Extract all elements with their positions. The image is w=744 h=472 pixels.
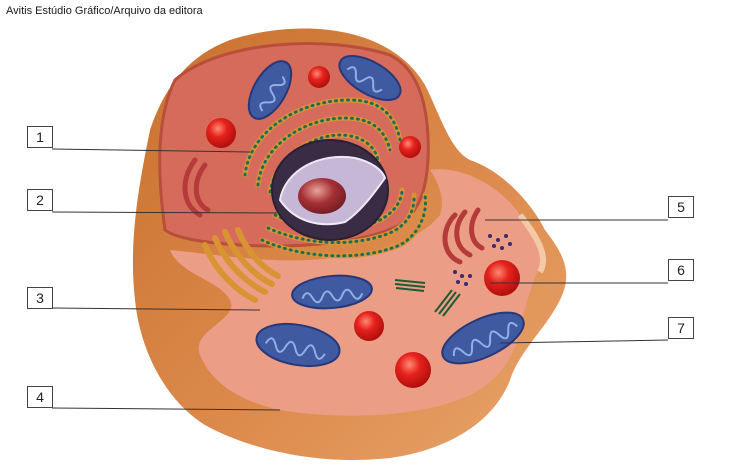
smooth-endoplasmic-reticulum (182, 157, 485, 265)
mitochondrion-3 (291, 274, 373, 310)
lysosome-2 (308, 66, 330, 88)
label-7: 7 (668, 317, 694, 339)
golgi-apparatus (202, 227, 281, 303)
mitochondria-group (247, 55, 525, 368)
leader-line-4 (51, 407, 281, 411)
mitochondrion-1 (247, 60, 293, 120)
leader-line-1 (51, 148, 251, 153)
label-2: 2 (27, 189, 53, 211)
lysosome-4 (484, 260, 520, 296)
lysosome-5 (354, 311, 384, 341)
label-6: 6 (668, 259, 694, 281)
rough-endoplasmic-reticulum (242, 97, 429, 259)
centrioles (394, 279, 461, 317)
lysosome-1 (206, 118, 236, 148)
label-1: 1 (27, 126, 53, 148)
image-credit: Avitis Estúdio Gráfico/Arquivo da editor… (6, 5, 203, 17)
mitochondrion-2 (338, 55, 402, 101)
leader-lines (51, 148, 669, 411)
cytoplasm-rim (517, 213, 547, 274)
lysosomes-group (206, 66, 520, 388)
mitochondrion-5 (441, 311, 525, 365)
leader-line-7 (499, 339, 669, 344)
label-5: 5 (668, 196, 694, 218)
vesicles (453, 234, 512, 286)
nucleus (271, 139, 389, 241)
leader-line-2 (51, 211, 291, 214)
mitochondrion-4 (255, 322, 341, 368)
label-4: 4 (27, 386, 53, 408)
nucleolus (298, 178, 346, 214)
lysosome-6 (395, 352, 431, 388)
label-3: 3 (27, 287, 53, 309)
leader-line-3 (51, 307, 261, 311)
lysosome-3 (399, 136, 421, 158)
